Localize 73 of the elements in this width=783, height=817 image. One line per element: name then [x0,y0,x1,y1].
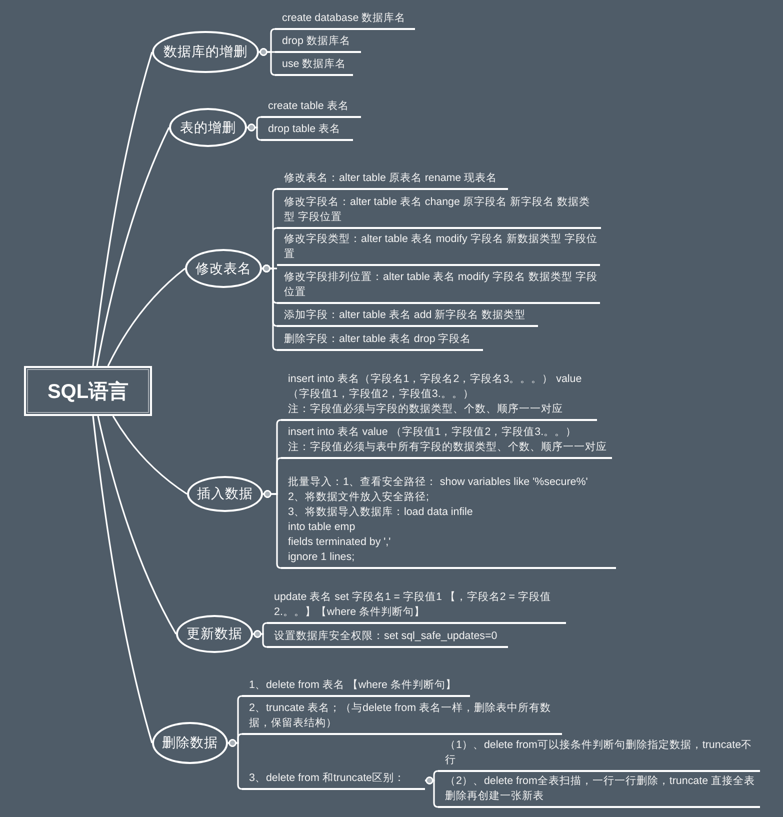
subtopic [242,701,562,735]
connector-line [228,739,242,790]
subtopic [277,308,538,327]
topic-label: 更新数据 [186,625,242,643]
subtopic [275,11,415,30]
topic-label: 表的增删 [180,118,236,136]
connector-line [92,52,153,366]
topic-ellipse [187,476,263,512]
subtopic [261,99,361,118]
subtopic [281,475,616,569]
subtopic-text: 设置数据库安全权限：set sql_safe_updates=0 [274,629,498,644]
subtopic-text: 注：字段值必须与表中所有字段的数据类型、个数、顺序一一对应 [288,440,608,455]
subtopic-text: 2、truncate 表名；（与delete from 表名一样，删除表中所有数据，保留表结构） [249,701,552,731]
subtopic-text: 修改字段类型：alter table 表名 modify 字段名 新数据类型 字段位置 [284,232,598,262]
subtopic-text: drop table 表名 [268,122,342,137]
subtopic-text: （1）、delete from可以接条件判断句删除指定数据，truncate不行 [445,738,754,768]
subtopic [267,590,566,624]
subtopic-text: 3、delete from 和truncate区别： [249,771,406,786]
topic-ellipse [176,615,253,653]
subtopic-text: 修改表名：alter table 原表名 rename 现表名 [284,171,498,186]
subtopic [261,122,353,141]
subtopic-text: create table 表名 [268,99,350,114]
subtopic-text: into table emp [288,520,356,535]
subtopic-text: 2、将数据文件放入安全路径; [288,490,430,505]
subtopic-text: 修改字段名：alter table 表名 change 原字段名 新字段名 数据类型 字段位置 [284,195,591,225]
subtopic [242,771,425,790]
subtopic-text: fields terminated by ',' [288,535,392,550]
subtopic [275,57,353,76]
subtopic [275,34,361,53]
subtopic [277,171,508,190]
subtopic-text: use 数据库名 [282,57,348,72]
topic-ellipse [169,108,247,147]
topic-ellipse [152,722,228,764]
subtopic [281,425,612,459]
connector-line [96,127,170,366]
connector-line [262,264,278,351]
subtopic [267,629,508,648]
subtopic-text: ignore 1 lines; [288,550,356,565]
subtopic-text: 批量导入：1、查看安全路径： show variables like '%secure%' [288,475,589,490]
connector-line [253,630,268,648]
topic-ellipse [152,31,259,73]
subtopic [438,738,760,772]
subtopic-text: 注：字段值必须与字段的数据类型、个数、顺序一一对应 [288,402,564,417]
connector-line [247,124,262,141]
topic-ellipse [185,249,262,288]
subtopic-text: 添加字段：alter table 表名 add 新字段名 数据类型 [284,308,527,323]
subtopic-text: insert into 表名（字段名1，字段名2，字段名3。。。） value （字段值1，字段值2，字段值3.。。） [288,372,583,402]
subtopic-text: 删除字段：alter table 表名 drop 字段名 [284,332,472,347]
root-title: SQL语言 [47,380,129,404]
root-box [24,366,152,416]
topic-label: 插入数据 [197,485,253,503]
subtopic-text: 修改字段排列位置：alter table 表名 modify 字段名 数据类型 字段位置 [284,270,598,300]
connector-line [107,268,186,366]
subtopic-text: （2）、delete from全表扫描，一行一行删除，truncate 直接全表删除再创建一张新表 [445,774,756,804]
subtopic-text: create database 数据库名 [282,11,407,26]
subtopic-text: 3、将数据导入数据库：load data infile [288,505,474,520]
connector-line [112,416,188,495]
subtopic [277,332,483,351]
topic-label: 数据库的增删 [164,43,248,61]
subtopic-text: update 表名 set 字段名1 = 字段值1 【，字段名2 = 字段值2.。。】【where 条件判断句】 [274,590,552,620]
connector-line [263,490,282,569]
connector-line [92,416,153,744]
connector-line [97,416,177,634]
topic-label: 删除数据 [162,734,218,752]
subtopic-text: insert into 表名 value （字段值1，字段值2，字段值3.。。） [288,425,578,440]
subtopic [281,372,597,421]
topic-label: 修改表名 [196,260,252,278]
connector-line [425,776,438,808]
subtopic [242,678,470,697]
subtopic-text: 1、delete from 表名 【where 条件判断句】 [249,678,458,693]
connector-line [259,48,276,76]
subtopic-text: drop 数据库名 [282,34,352,49]
subtopic [277,195,601,229]
